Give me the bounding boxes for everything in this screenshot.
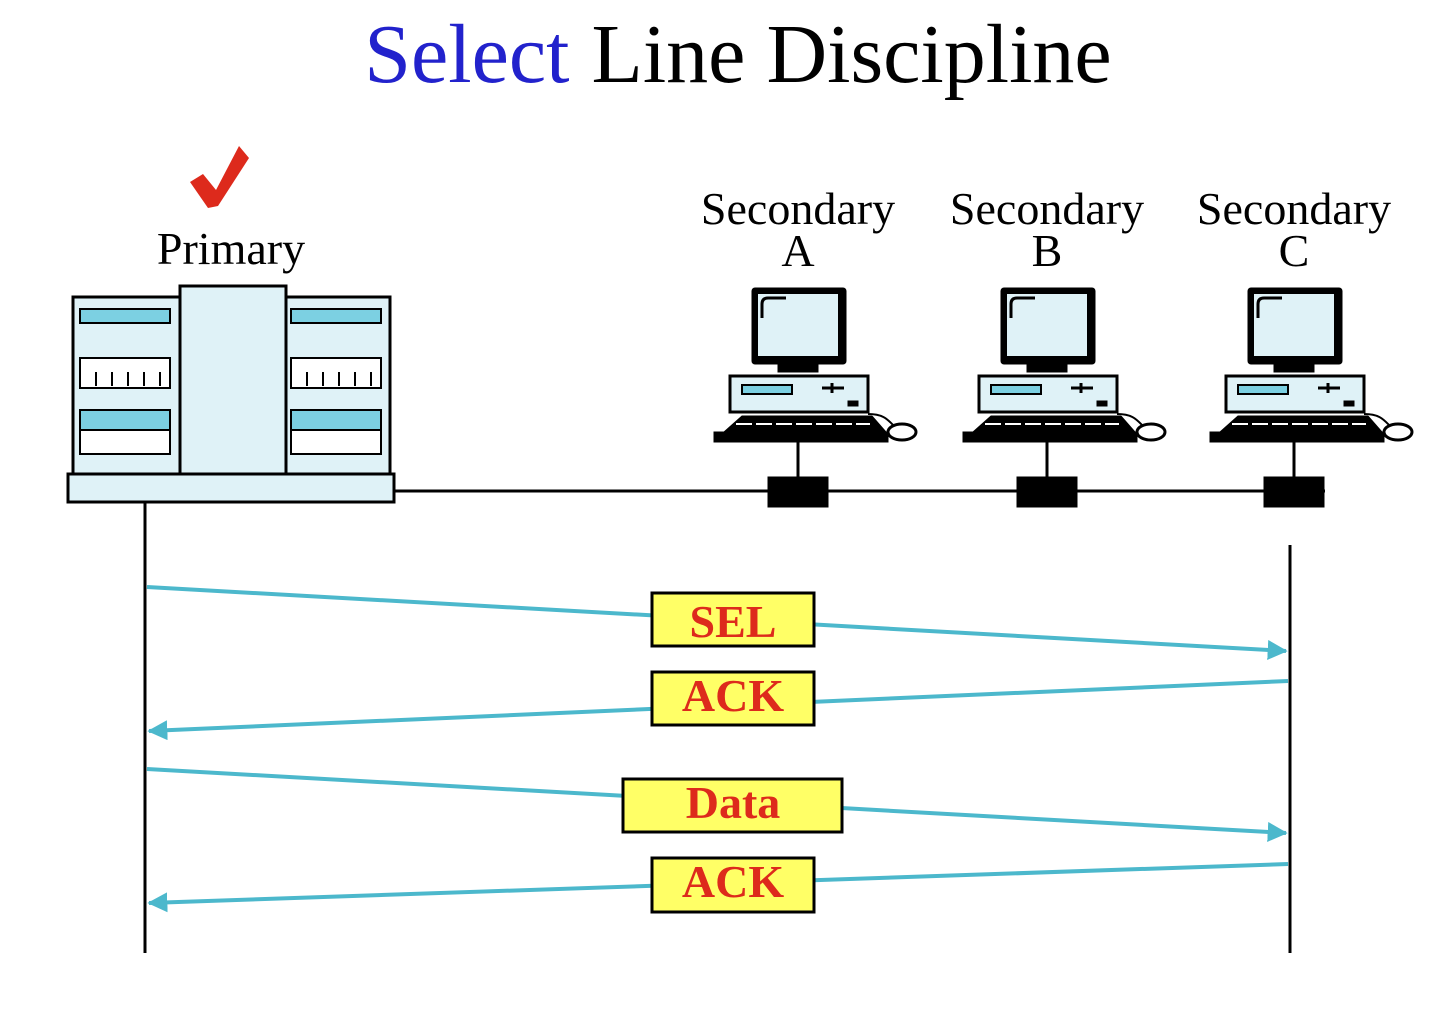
message-data: Data [146,767,1288,842]
check-mark-icon [190,146,249,208]
computer-icon-c [1208,286,1414,509]
svg-text:B: B [1032,225,1063,276]
secondary-a-label: Secondary A [701,183,895,276]
title-rest: Line Discipline [592,8,1112,101]
svg-text:Secondary: Secondary [950,183,1144,234]
message-box-data [621,777,844,834]
message-box-sel [650,591,816,648]
message-sel: SEL [146,585,1288,660]
computer-icon-b [961,286,1167,509]
message-label-ack-1: ACK [682,670,784,721]
mainframe-icon [66,284,396,504]
message-ack-2: ACK [147,856,1289,914]
message-box-ack-1 [650,670,816,727]
primary-label: Primary [157,223,305,274]
title-highlight: Select [364,8,569,101]
message-ack-1: ACK [147,670,1289,741]
secondary-b-label: Secondary B [950,183,1144,276]
secondary-c-label: Secondary C [1197,183,1391,276]
svg-text:Secondary: Secondary [701,183,895,234]
message-label-ack-2: ACK [682,856,784,907]
message-box-ack-2 [650,856,816,914]
svg-text:A: A [781,225,814,276]
svg-text:C: C [1279,225,1310,276]
svg-text:Secondary: Secondary [1197,183,1391,234]
message-label-sel: SEL [690,596,777,647]
message-label-data: Data [686,777,781,828]
computer-icon-a [713,287,918,508]
